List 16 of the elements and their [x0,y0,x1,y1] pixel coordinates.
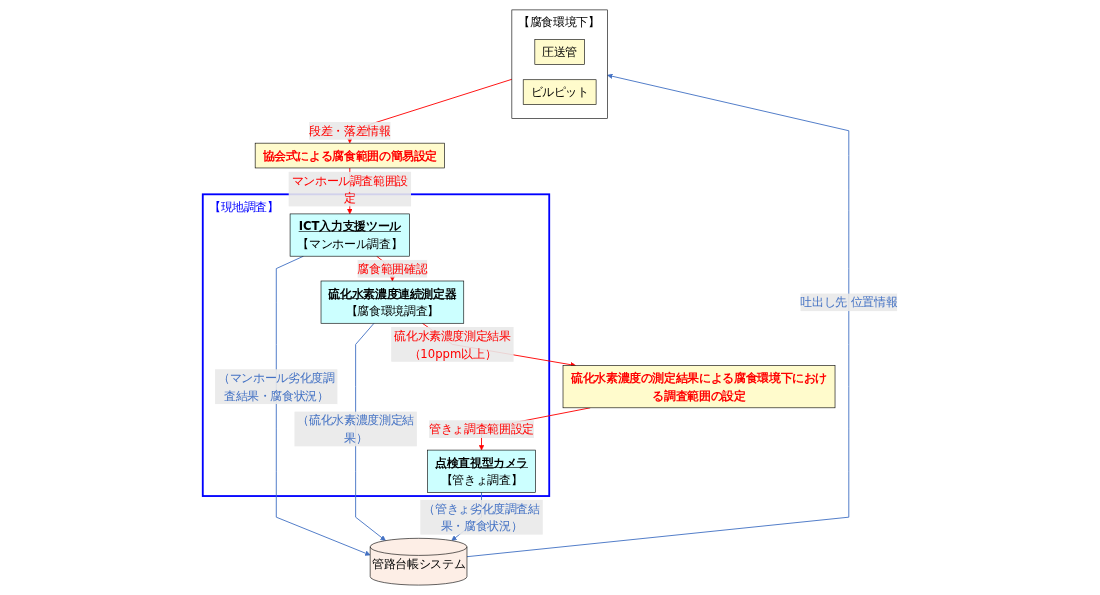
edge-label: 硫化水素濃度測定結果（10ppm以上） [394,328,511,360]
edge-label: 吐出し先 位置情報 [800,295,898,309]
node-box: 協会式による腐食範囲の簡易設定 [254,142,445,169]
edge-label: （管きょ劣化度調査結果・腐食状況） [423,501,540,533]
edge-label: （硫化水素濃度測定結果） [297,413,414,445]
edge-label: マンホール調査範囲設定 [291,173,409,205]
node-box: 圧送管 [534,39,585,65]
edge-label: 管きょ調査範囲設定 [429,422,534,436]
edge-label: （マンホール劣化度調査結果・腐食状況） [218,371,335,402]
node-box: ICT入力支援ツール 【マンホール調査】 [289,213,410,257]
node-box: 点検直視型カメラ 【管きょ調査】 [427,449,536,493]
node-box: 硫化水素濃度連続測定器 【腐食環境調査】 [320,280,465,324]
edge-label: 腐食範囲確認 [357,261,428,276]
edge-label: 段差・落差情報 [309,123,391,138]
node-box: 硫化水素濃度の測定結果による腐食環境下における調査範囲の設定 [562,365,836,409]
node-box: ビルピット [522,79,597,105]
